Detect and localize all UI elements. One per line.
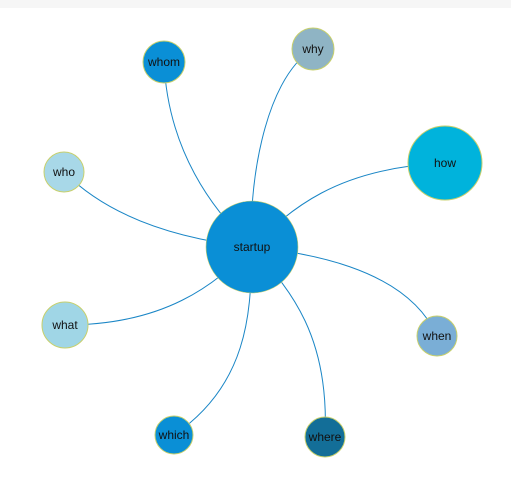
node-who[interactable]: who xyxy=(43,151,85,193)
node-which-circle[interactable] xyxy=(154,415,194,455)
node-startup-label: startup xyxy=(234,240,271,254)
node-when-label: when xyxy=(422,329,452,343)
node-startup-circle[interactable] xyxy=(205,200,299,294)
node-whom-circle[interactable] xyxy=(142,40,186,84)
node-who-circle[interactable] xyxy=(43,151,85,193)
nodes-group: startup whom why how who what when which where xyxy=(41,27,483,458)
node-when[interactable]: when xyxy=(416,315,458,357)
node-how[interactable]: how xyxy=(407,125,483,201)
node-which-label: which xyxy=(158,428,190,442)
node-how-label: how xyxy=(434,156,456,170)
node-whom[interactable]: whom xyxy=(142,40,186,84)
node-startup[interactable]: startup xyxy=(205,200,299,294)
node-how-circle[interactable] xyxy=(407,125,483,201)
node-what-label: what xyxy=(51,318,78,332)
node-when-circle[interactable] xyxy=(416,315,458,357)
node-what[interactable]: what xyxy=(41,301,89,349)
node-whom-label: whom xyxy=(147,55,180,69)
node-why-circle[interactable] xyxy=(291,27,335,71)
node-why[interactable]: why xyxy=(291,27,335,71)
node-where-circle[interactable] xyxy=(304,416,346,458)
node-why-label: why xyxy=(301,42,323,56)
node-which[interactable]: which xyxy=(154,415,194,455)
node-who-label: who xyxy=(52,165,75,179)
node-what-circle[interactable] xyxy=(41,301,89,349)
node-where-label: where xyxy=(308,430,342,444)
node-where[interactable]: where xyxy=(304,416,346,458)
top-band xyxy=(0,0,511,8)
